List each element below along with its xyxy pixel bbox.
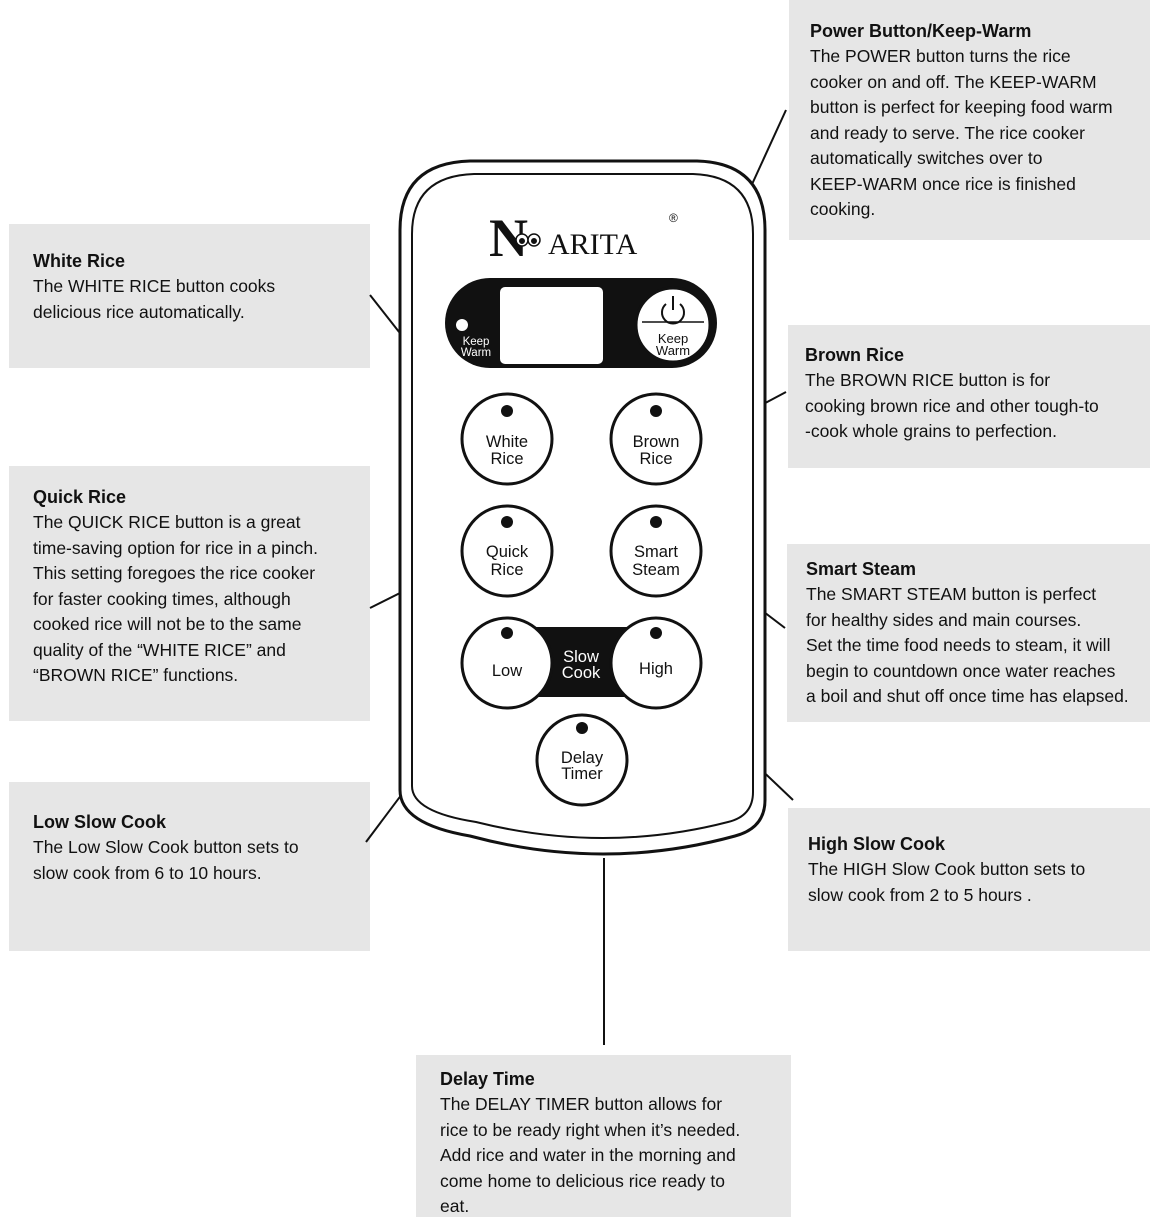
quick-rice-button-circle[interactable]: [460, 504, 554, 598]
callout-line: and ready to serve. The rice cooker: [810, 122, 1085, 143]
logo-face-icon: [515, 233, 541, 247]
slow-cook-label: Cook: [562, 664, 601, 682]
smart-steam-label: Steam: [632, 561, 680, 579]
callout-line: The BROWN RICE button is for: [805, 370, 1051, 390]
power-button-circle[interactable]: [634, 286, 712, 364]
callout-line: The WHITE RICE button cooks: [33, 276, 276, 296]
callout-line: cooking brown rice and other tough-to: [805, 395, 1099, 416]
callout-line: for healthy sides and main courses.: [806, 609, 1082, 630]
callout-line: cooker on and off. The KEEP-WARM: [810, 71, 1097, 92]
callout-line: Set the time food needs to steam, it wil…: [806, 635, 1111, 655]
brand-name: ARITA: [548, 228, 638, 261]
callout-line: slow cook from 2 to 5 hours .: [808, 884, 1032, 905]
callout-line: Add rice and water in the morning and: [440, 1145, 736, 1165]
delay-timer-button-circle[interactable]: [535, 713, 629, 807]
callout-line: This setting foregoes the rice cooker: [33, 563, 316, 583]
high-slow-cook-button[interactable]: High: [609, 616, 703, 710]
callout-line: for faster cooking times, although: [33, 588, 291, 609]
brown-rice-label: Brown: [633, 433, 680, 451]
white-rice-label: White: [486, 433, 528, 451]
white-rice-button-circle[interactable]: [460, 392, 554, 486]
callout-title: Smart Steam: [806, 559, 917, 579]
callout-white-rice: White Rice The WHITE RICE button cooks d…: [9, 224, 370, 368]
power-button-label: Keep: [658, 331, 688, 346]
lcd-display: [500, 287, 603, 364]
quick-rice-label: Quick: [486, 543, 529, 561]
callout-title: White Rice: [33, 251, 126, 271]
callout-line: -cook whole grains to perfection.: [805, 421, 1057, 441]
keep-warm-indicator-label: Warm: [461, 347, 491, 359]
callout-line: button is perfect for keeping food warm: [810, 97, 1113, 117]
power-icon: [661, 296, 685, 325]
callout-line: rice to be ready right when it’s needed.: [440, 1119, 741, 1140]
callout-delay-time: Delay Time The DELAY TIMER button allows…: [416, 1055, 791, 1217]
keep-warm-indicator-light: [456, 319, 468, 331]
callout-line: “BROWN RICE” functions.: [33, 665, 239, 685]
brown-rice-label: Rice: [639, 450, 672, 468]
delay-timer-button[interactable]: Delay Timer: [535, 713, 629, 807]
callout-title: Delay Time: [440, 1069, 535, 1089]
callout-title: Power Button/Keep-Warm: [810, 21, 1032, 41]
power-keep-warm-button[interactable]: Keep Warm: [634, 286, 712, 364]
callout-line: KEEP-WARM once rice is finished: [810, 173, 1076, 194]
low-button-circle[interactable]: [460, 616, 554, 710]
delay-timer-indicator-dot: [576, 722, 588, 734]
callout-low-slow-cook: Low Slow Cook The Low Slow Cook button s…: [9, 782, 370, 951]
low-label: Low: [492, 662, 522, 680]
high-indicator-dot: [650, 627, 662, 639]
callout-line: time-saving option for rice in a pinch.: [33, 537, 318, 558]
smart-steam-indicator-dot: [650, 516, 662, 528]
callout-line: eat.: [440, 1196, 470, 1216]
callout-power: Power Button/Keep-Warm The POWER button …: [789, 0, 1150, 240]
callout-title: Low Slow Cook: [33, 812, 166, 832]
quick-rice-label: Rice: [490, 561, 523, 579]
callout-line: cooking.: [810, 199, 876, 219]
brown-rice-indicator-dot: [650, 405, 662, 417]
callout-title: Brown Rice: [805, 345, 905, 365]
high-label: High: [639, 660, 673, 678]
slow-cook-label: Slow: [563, 648, 599, 666]
white-rice-button[interactable]: White Rice: [460, 392, 554, 486]
callout-line: slow cook from 6 to 10 hours.: [33, 862, 262, 883]
callout-high-slow-cook: High Slow Cook The HIGH Slow Cook button…: [788, 808, 1150, 951]
low-indicator-dot: [501, 627, 513, 639]
quick-rice-indicator-dot: [501, 516, 513, 528]
delay-timer-label: Timer: [561, 765, 603, 783]
keep-warm-indicator-label: Keep: [463, 336, 490, 348]
callout-quick-rice: Quick Rice The QUICK RICE button is a gr…: [9, 466, 370, 721]
brown-rice-button[interactable]: Brown Rice: [609, 392, 703, 486]
callout-smart-steam: Smart Steam The SMART STEAM button is pe…: [787, 544, 1150, 722]
callout-line: automatically switches over to: [810, 148, 1043, 168]
callout-line: begin to countdown once water reaches: [806, 660, 1116, 681]
callout-brown-rice: Brown Rice The BROWN RICE button is for …: [788, 325, 1150, 468]
callout-line: The POWER button turns the rice: [810, 46, 1071, 66]
registered-mark: ®: [669, 211, 678, 225]
callout-title: High Slow Cook: [808, 834, 945, 854]
callout-line: The Low Slow Cook button sets to: [33, 837, 299, 857]
callout-line: delicious rice automatically.: [33, 301, 245, 322]
smart-steam-label: Smart: [634, 543, 678, 561]
callout-line: The SMART STEAM button is perfect: [806, 584, 1097, 604]
delay-timer-label: Delay: [561, 749, 604, 767]
brown-rice-button-circle[interactable]: [609, 392, 703, 486]
quick-rice-button[interactable]: Quick Rice: [460, 504, 554, 598]
callout-line: a boil and shut off once time has elapse…: [806, 686, 1129, 706]
white-rice-indicator-dot: [501, 405, 513, 417]
low-slow-cook-button[interactable]: Low: [460, 616, 554, 710]
callout-line: The HIGH Slow Cook button sets to: [808, 859, 1086, 879]
callout-line: The DELAY TIMER button allows for: [440, 1094, 723, 1114]
smart-steam-button-circle[interactable]: [609, 504, 703, 598]
power-button-label: Warm: [656, 343, 690, 358]
callout-title: Quick Rice: [33, 487, 127, 507]
callout-line: come home to delicious rice ready to: [440, 1170, 725, 1191]
smart-steam-button[interactable]: Smart Steam: [609, 504, 703, 598]
callout-line: The QUICK RICE button is a great: [33, 512, 301, 532]
high-button-circle[interactable]: [609, 616, 703, 710]
callout-line: cooked rice will not be to the same: [33, 614, 302, 634]
white-rice-label: Rice: [490, 450, 523, 468]
callout-line: quality of the “WHITE RICE” and: [33, 639, 286, 660]
